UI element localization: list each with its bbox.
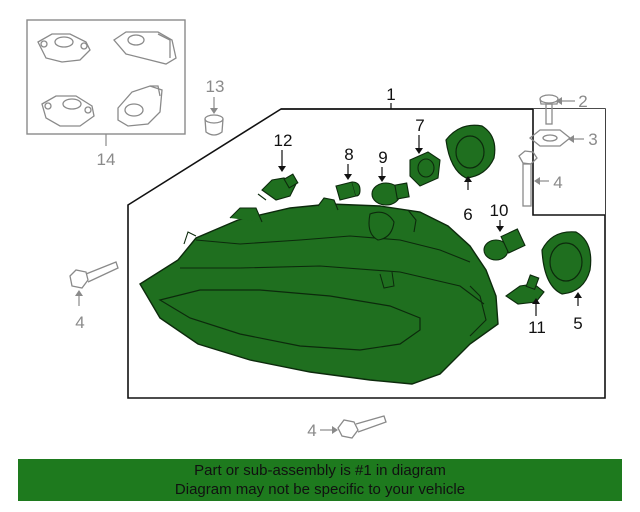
- callout-11: 11: [528, 318, 546, 337]
- bracket-inset: [26, 19, 186, 135]
- callout-4-left: 4: [75, 313, 84, 332]
- callout-5: 5: [573, 314, 582, 333]
- dust-cap-icon: [445, 124, 496, 179]
- bulb-icon: [257, 173, 299, 201]
- bracket-icon: [41, 95, 95, 127]
- notice-line-2: Diagram may not be specific to your vehi…: [174, 481, 466, 498]
- headlamp-assembly: [139, 197, 499, 385]
- callout-14: 14: [97, 150, 116, 169]
- bolt-icon: [518, 150, 538, 207]
- bulb-icon: [335, 181, 361, 201]
- bolt-icon: [69, 261, 119, 289]
- dust-cap-icon: [541, 231, 592, 295]
- callout-4-bottom: 4: [307, 421, 316, 440]
- bulb-icon: [505, 274, 545, 305]
- notice-line-1: Part or sub-assembly is #1 in diagram: [194, 462, 446, 479]
- bulb-icon: [483, 228, 526, 261]
- notice-banner: Part or sub-assembly is #1 in diagram Di…: [18, 459, 622, 501]
- callout-4-right: 4: [553, 173, 562, 192]
- arrowhead: [210, 108, 218, 114]
- callout-13: 13: [206, 77, 225, 96]
- bulb-icon: [371, 182, 410, 206]
- callout-10: 10: [490, 201, 509, 220]
- callout-12: 12: [274, 131, 293, 150]
- callout-7: 7: [415, 116, 424, 135]
- callout-1: 1: [386, 85, 395, 104]
- bracket-icon: [117, 85, 163, 127]
- callout-3: 3: [588, 130, 597, 149]
- clip-icon: [204, 114, 224, 136]
- bracket-icon: [37, 33, 91, 63]
- callout-2: 2: [578, 92, 587, 111]
- callout-9: 9: [378, 148, 387, 167]
- socket-icon: [409, 151, 441, 187]
- bracket-icon: [113, 31, 177, 65]
- callout-6: 6: [463, 205, 472, 224]
- bolt-icon: [337, 415, 387, 439]
- callout-8: 8: [344, 145, 353, 164]
